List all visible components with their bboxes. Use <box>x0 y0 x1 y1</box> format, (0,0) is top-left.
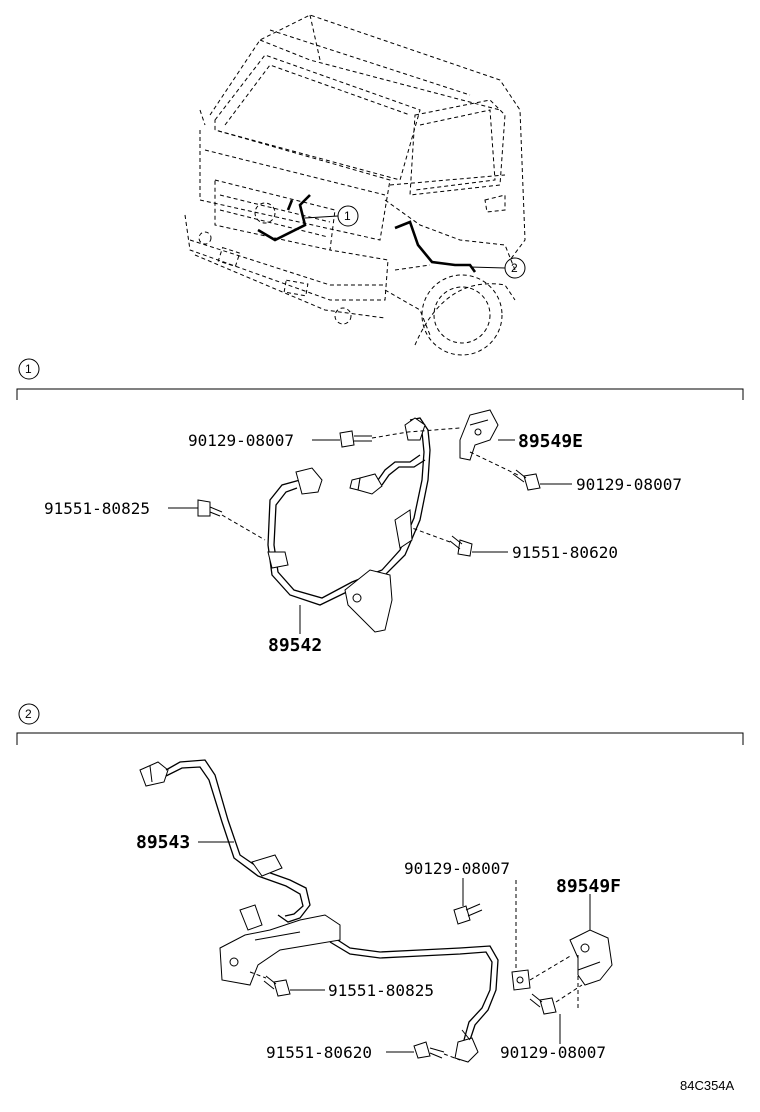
callout-1-number: 1 <box>344 209 351 223</box>
callout-1 <box>337 205 359 227</box>
callout-2 <box>504 257 526 279</box>
part-number-91551-80620-b: 91551-80620 <box>266 1043 372 1062</box>
bolt-91551-80620 <box>449 535 473 557</box>
part-number-90129-08007-a: 90129-08007 <box>188 431 294 450</box>
part-number-90129-08007-b: 90129-08007 <box>576 475 682 494</box>
callout-2-number: 2 <box>511 261 518 275</box>
bolt-91551-80620-b <box>413 1041 445 1059</box>
bolt-90129-08007-upper <box>453 903 483 925</box>
truck-overview: 1 2 <box>184 14 526 356</box>
section-1-badge <box>18 358 40 380</box>
section-1-frame <box>16 388 744 400</box>
section-1: 1 <box>16 358 744 656</box>
bracket-89549F <box>569 929 613 986</box>
bracket-89549E <box>459 409 499 461</box>
section-1-badge-number: 1 <box>25 362 32 376</box>
section-2-badge <box>18 703 40 725</box>
bolt-91551-80825 <box>197 499 223 517</box>
part-number-89549F: 89549F <box>556 876 621 897</box>
part-number-89549E: 89549E <box>518 431 583 452</box>
part-number-91551-80620-a: 91551-80620 <box>512 543 618 562</box>
section-2-badge-number: 2 <box>25 707 32 721</box>
sensor-wire-89543 <box>139 759 531 1063</box>
drawing-code: 84C354A <box>680 1078 735 1093</box>
bolt-90129-08007-lower <box>529 993 557 1015</box>
section-2: 2 <box>16 703 744 1063</box>
bolt-90129-08007-right <box>512 469 541 491</box>
part-number-90129-08007-d: 90129-08007 <box>500 1043 606 1062</box>
bolt-91551-80825-b <box>263 975 291 997</box>
part-number-91551-80825-b: 91551-80825 <box>328 981 434 1000</box>
part-number-91551-80825-a: 91551-80825 <box>44 499 150 518</box>
bolt-90129-08007-top <box>339 430 372 448</box>
part-number-89542: 89542 <box>268 635 322 656</box>
part-number-90129-08007-c: 90129-08007 <box>404 859 510 878</box>
sensor-wire-89542 <box>267 417 431 633</box>
part-number-89543: 89543 <box>136 832 190 853</box>
section-2-frame <box>16 732 744 745</box>
